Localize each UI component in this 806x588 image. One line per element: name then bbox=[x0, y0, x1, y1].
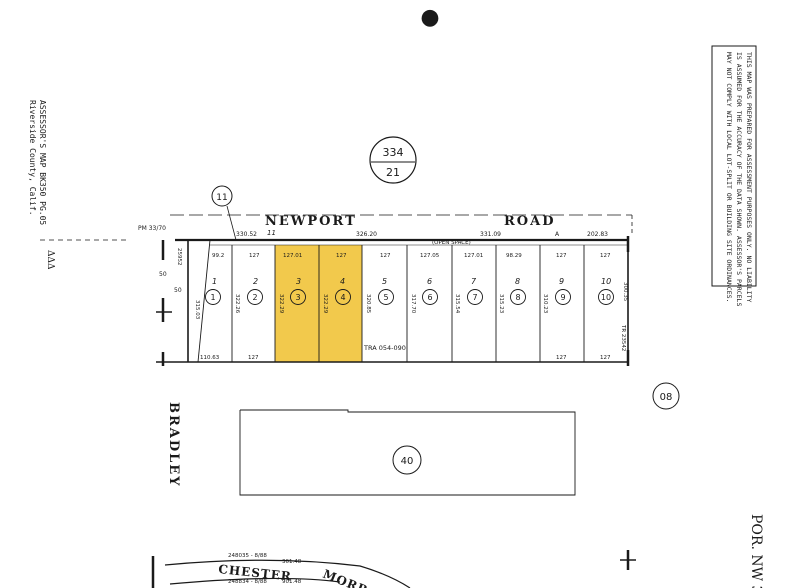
circle-40 bbox=[392, 445, 422, 475]
pm-reference: PM 33/70 bbox=[138, 225, 166, 232]
lot-number-6: 6 bbox=[427, 277, 432, 286]
left-dim-1: 50 bbox=[159, 271, 167, 278]
tra-label: TRA 054-090 bbox=[363, 344, 406, 352]
circle-11-leader bbox=[226, 205, 237, 241]
bottom-dim-chester-2: 901.48 bbox=[282, 579, 302, 585]
row-top-dim-2: 127 bbox=[249, 253, 260, 259]
top-dim-4: 202.83 bbox=[587, 231, 608, 238]
depth-dim-4: 322.29 bbox=[322, 294, 328, 314]
top-dim-letter: A bbox=[555, 231, 560, 238]
road-newport-suffix: ROAD bbox=[504, 214, 556, 229]
row-top-dim-1: 99.2 bbox=[212, 253, 224, 259]
lot-number-3: 3 bbox=[296, 277, 301, 286]
lot-number-10: 10 bbox=[601, 277, 611, 286]
disclaimer-box bbox=[711, 45, 757, 287]
depth-dim-8: 315.23 bbox=[498, 294, 504, 314]
bottom-dim-1: 110.63 bbox=[200, 355, 220, 361]
lot-number-7: 7 bbox=[471, 277, 477, 286]
top-dim-2: 326.20 bbox=[356, 231, 377, 238]
disclaimer-line-1: THIS MAP WAS PREPARED FOR ASSESSMENT PUR… bbox=[745, 52, 753, 303]
far-left-mark: ΔΔΔ bbox=[45, 250, 55, 270]
parcel-number-4: 4 bbox=[340, 293, 345, 302]
block-40-outline bbox=[239, 409, 576, 496]
left-dim-2: 50 bbox=[174, 287, 182, 294]
chester-south-edge bbox=[169, 577, 341, 585]
parcel-number-10: 10 bbox=[601, 293, 611, 302]
row-top-dim-6: 127.05 bbox=[420, 253, 440, 259]
circle-11-label: 11 bbox=[216, 193, 227, 203]
open-space-label: (OPEN SPACE) bbox=[432, 240, 471, 246]
row-top-dim-8: 98.29 bbox=[506, 253, 522, 259]
road-bradley: BRADLEY bbox=[166, 402, 181, 487]
lot-number-1: 1 bbox=[212, 277, 217, 286]
road-newport: NEWPORT bbox=[265, 214, 357, 229]
book-page-circle bbox=[369, 136, 417, 184]
lot-11-label: 11 bbox=[267, 229, 276, 237]
depth-dim-1: 315.03 bbox=[194, 300, 200, 320]
book-number: 334 bbox=[383, 146, 404, 159]
lot-number-5: 5 bbox=[382, 277, 387, 286]
depth-dim-9: 310.23 bbox=[542, 294, 548, 314]
depth-dim-10: 300.35 bbox=[622, 282, 628, 302]
row-top-dim-9: 127 bbox=[556, 253, 567, 259]
row-top-dim-4: 127 bbox=[336, 253, 347, 259]
parcel-number-8: 8 bbox=[515, 293, 520, 302]
page-number: 21 bbox=[386, 166, 400, 179]
chester-north-edge bbox=[164, 559, 411, 588]
left-side-ref: 25952 bbox=[176, 248, 182, 266]
disclaimer-line-3: MAY NOT COMPLY WITH LOCAL LOT-SPLIT OR B… bbox=[725, 52, 733, 302]
top-mark: ● bbox=[420, 5, 439, 30]
county-header: Riverside County, Calif. bbox=[28, 100, 37, 216]
depth-dim-2: 322.26 bbox=[234, 294, 240, 314]
circle-11 bbox=[211, 185, 233, 207]
bottom-dim-2: 127 bbox=[248, 355, 259, 361]
top-dim-1: 330.52 bbox=[236, 231, 257, 238]
right-ref: TR 23542 bbox=[620, 324, 626, 351]
row-top-dim-3: 127.01 bbox=[283, 253, 302, 259]
row-top-dim-5: 127 bbox=[380, 253, 391, 259]
circle-08 bbox=[652, 382, 680, 410]
circle-40-label: 40 bbox=[401, 456, 414, 467]
bottom-ref-1: 248035 - 8/88 bbox=[228, 553, 267, 559]
lot-dividers bbox=[197, 239, 585, 363]
parcel-number-7: 7 bbox=[472, 293, 477, 302]
circle-08-label: 08 bbox=[660, 392, 673, 403]
parcel-circles bbox=[205, 289, 614, 305]
parcel-number-1: 1 bbox=[210, 293, 215, 302]
corner-section-label: POR. NW 3 T bbox=[748, 514, 764, 588]
parcel-number-3: 3 bbox=[295, 293, 300, 302]
row-top-dim-10: 127 bbox=[600, 253, 611, 259]
top-dim-3: 331.09 bbox=[480, 231, 501, 238]
parcel-number-2: 2 bbox=[252, 293, 257, 302]
depth-dim-3: 322.29 bbox=[278, 294, 284, 314]
lot-number-4: 4 bbox=[340, 277, 345, 286]
depth-dim-5: 320.85 bbox=[365, 294, 371, 314]
parcel-number-6: 6 bbox=[427, 293, 432, 302]
lot-number-8: 8 bbox=[515, 277, 520, 286]
disclaimer-line-2: IS ASSUMED FOR THE ACCURACY OF THE DATA … bbox=[735, 52, 743, 306]
bottom-dim-3: 127 bbox=[556, 355, 567, 361]
depth-dim-7: 315.54 bbox=[454, 294, 460, 314]
lot-number-2: 2 bbox=[253, 277, 258, 286]
bottom-dim-4: 127 bbox=[600, 355, 611, 361]
bottom-ref-2: 248834 - 8/88 bbox=[228, 579, 267, 585]
parcel-number-9: 9 bbox=[560, 293, 565, 302]
highlight-parcels-3-4 bbox=[275, 245, 362, 362]
lot-number-9: 9 bbox=[559, 277, 564, 286]
depth-dim-6: 317.70 bbox=[410, 294, 416, 314]
parcel-number-5: 5 bbox=[383, 293, 388, 302]
bottom-dim-chester-1: 301.48 bbox=[282, 559, 302, 565]
assessor-header: ASSESSOR'S MAP BK350 PG.05 bbox=[38, 100, 47, 225]
row-top-dim-7: 127.01 bbox=[464, 253, 483, 259]
